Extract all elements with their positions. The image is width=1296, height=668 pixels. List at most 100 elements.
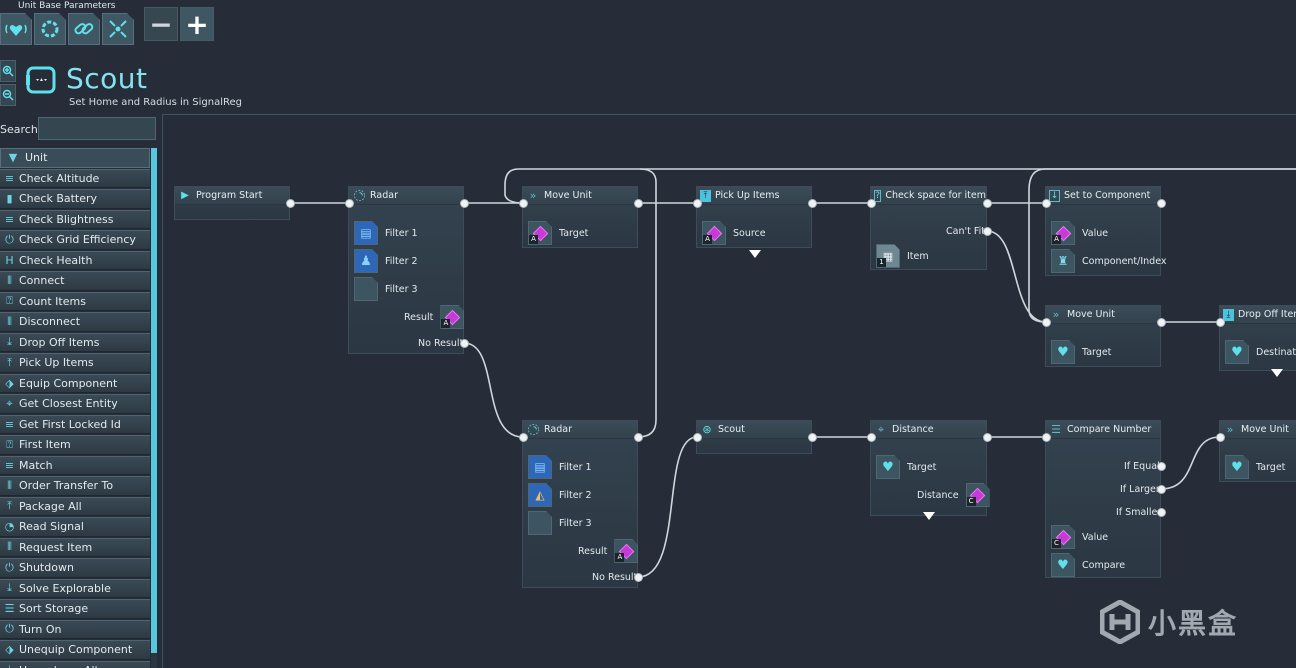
component-slot[interactable]: ♜ <box>1051 249 1075 273</box>
port-if-equal[interactable] <box>1157 462 1166 471</box>
node-compare-number[interactable]: ☰ Compare Number If Equal If Larger If S… <box>1045 420 1161 578</box>
value-slot[interactable]: C <box>1051 525 1075 549</box>
sidebar-scrollbar[interactable] <box>151 148 157 668</box>
port-setcomp-out[interactable] <box>1157 199 1166 208</box>
node-radar-1[interactable]: Radar ▤ Filter 1 ♟ Filter 2 Filter 3 Res… <box>348 186 465 354</box>
port-checkspace-out[interactable] <box>983 199 992 208</box>
port-if-smaller[interactable] <box>1157 508 1166 517</box>
tab-unit[interactable] <box>0 13 32 45</box>
port-scout-in[interactable] <box>693 433 702 442</box>
port-cantfit[interactable] <box>983 227 992 236</box>
compare-slot[interactable]: ♥ <box>1051 553 1075 577</box>
sidebar-item[interactable]: ⏻Check Grid Efficiency <box>0 230 150 250</box>
sidebar-item[interactable]: ⬗Unequip Component <box>0 640 150 660</box>
port-radar1-out[interactable] <box>460 199 469 208</box>
filter-1-slot[interactable]: ▤ <box>528 455 552 479</box>
sidebar-item[interactable]: ≡Get First Locked Id <box>0 414 150 434</box>
port-radar2-out[interactable] <box>634 433 643 442</box>
filter-3-slot[interactable] <box>528 511 552 535</box>
sidebar-item[interactable]: ⏻Shutdown <box>0 558 150 578</box>
port-move2-out[interactable] <box>1157 318 1166 327</box>
zoom-out-button[interactable] <box>0 84 16 106</box>
node-drop-off-items[interactable]: ⤓ Drop Off Items ♥ Destination <box>1219 305 1296 371</box>
sidebar-item[interactable]: ▮Check Battery <box>0 189 150 209</box>
filter-2-slot[interactable]: ♟ <box>354 249 378 273</box>
port-if-larger[interactable] <box>1157 485 1166 494</box>
port-distance-in[interactable] <box>867 433 876 442</box>
expand-triangle-icon[interactable] <box>923 512 935 520</box>
node-distance[interactable]: ⌖ Distance ♥ Target Distance C <box>870 420 990 516</box>
expand-triangle-icon[interactable] <box>749 250 761 258</box>
sidebar-item[interactable]: ⦀Disconnect <box>0 312 150 332</box>
add-button[interactable]: + <box>180 7 214 41</box>
source-slot[interactable]: A <box>702 221 726 245</box>
sidebar-item[interactable]: ≡Match <box>0 455 150 475</box>
tab-behavior[interactable] <box>34 13 66 45</box>
page-subtitle[interactable]: Set Home and Radius in SignalReg <box>69 97 243 108</box>
sidebar-item[interactable]: ⤓Unpackage All <box>0 660 150 668</box>
port-move3-in[interactable] <box>1216 433 1225 442</box>
sidebar-item[interactable]: ◔Read Signal <box>0 517 150 537</box>
port-compare-in[interactable] <box>1042 433 1051 442</box>
sidebar-item[interactable]: ⦀Order Transfer To <box>0 476 150 496</box>
sidebar-item[interactable]: ⦀Request Item <box>0 537 150 557</box>
page-title[interactable]: Scout <box>66 62 148 95</box>
port-start-out[interactable] <box>286 199 295 208</box>
node-program-start[interactable]: ▶ Program Start <box>174 186 290 220</box>
port-setcomp-in[interactable] <box>1042 199 1051 208</box>
search-input[interactable] <box>38 117 156 140</box>
port-pickup-out[interactable] <box>808 199 817 208</box>
sidebar-item[interactable]: ⤒Pick Up Items <box>0 353 150 373</box>
sidebar-item[interactable]: ⦀Connect <box>0 271 150 291</box>
tab-link[interactable] <box>68 13 100 45</box>
port-distance-out[interactable] <box>983 433 992 442</box>
port-radar1-in[interactable] <box>345 199 354 208</box>
port-pickup-in[interactable] <box>693 199 702 208</box>
remove-button[interactable]: − <box>144 7 178 41</box>
node-move-unit-1[interactable]: » Move Unit A Target <box>522 186 638 248</box>
filter-3-slot[interactable] <box>354 277 378 301</box>
port-checkspace-in[interactable] <box>867 199 876 208</box>
category-unit[interactable]: ▼ Unit <box>0 148 150 168</box>
port-radar2-in[interactable] <box>519 433 528 442</box>
sidebar-item[interactable]: ⤓Solve Explorable <box>0 578 150 598</box>
port-move1-out[interactable] <box>634 199 643 208</box>
distance-register-slot[interactable]: C <box>965 483 990 507</box>
port-move2-in[interactable] <box>1042 318 1051 327</box>
scrollbar-thumb[interactable] <box>151 148 157 653</box>
sidebar-item[interactable]: ≡Check Altitude <box>0 168 150 188</box>
port-radar2-noresult[interactable] <box>634 573 643 582</box>
sidebar-item[interactable]: ≡Check Blightness <box>0 209 150 229</box>
node-scout[interactable]: ⊛ Scout <box>696 420 812 454</box>
target-slot[interactable]: ♥ <box>876 455 900 479</box>
sidebar-item[interactable]: ⌖Get Closest Entity <box>0 394 150 414</box>
result-register-slot[interactable]: A <box>440 305 465 329</box>
port-dropoff-in[interactable] <box>1216 318 1225 327</box>
filter-2-slot[interactable]: ◭ <box>528 483 552 507</box>
sidebar-item[interactable]: ⍰Count Items <box>0 291 150 311</box>
expand-triangle-icon[interactable] <box>1271 369 1283 377</box>
zoom-in-button[interactable] <box>0 60 16 82</box>
node-move-unit-3[interactable]: » Move Unit ♥ Target <box>1219 420 1296 482</box>
port-scout-out[interactable] <box>808 433 817 442</box>
item-slot[interactable]: ▦1 <box>876 244 900 268</box>
sidebar-item[interactable]: ⤒Package All <box>0 496 150 516</box>
node-check-space[interactable]: ? Check space for item Can't Fit ▦1 Item <box>870 186 987 270</box>
sidebar-item[interactable]: ⍰First Item <box>0 435 150 455</box>
result-register-slot[interactable]: A <box>614 539 639 563</box>
filter-1-slot[interactable]: ▤ <box>354 221 378 245</box>
node-radar-2[interactable]: Radar ▤ Filter 1 ◭ Filter 2 Filter 3 Res… <box>522 420 639 588</box>
target-slot[interactable]: ♥ <box>1051 340 1075 364</box>
node-move-unit-2[interactable]: » Move Unit ♥ Target <box>1045 305 1161 367</box>
sidebar-item[interactable]: ⬗Equip Component <box>0 373 150 393</box>
sidebar-item[interactable]: ☰Sort Storage <box>0 599 150 619</box>
port-radar1-noresult[interactable] <box>460 339 469 348</box>
node-set-to-component[interactable]: ↓ Set to Component A Value ♜ Component/I… <box>1045 186 1167 276</box>
target-slot[interactable]: A <box>528 221 552 245</box>
sidebar-item[interactable]: ⏻Turn On <box>0 619 150 639</box>
value-slot[interactable]: A <box>1051 221 1075 245</box>
tab-converge[interactable] <box>102 13 134 45</box>
destination-slot[interactable]: ♥ <box>1225 340 1249 364</box>
sidebar-item[interactable]: ⤓Drop Off Items <box>0 332 150 352</box>
